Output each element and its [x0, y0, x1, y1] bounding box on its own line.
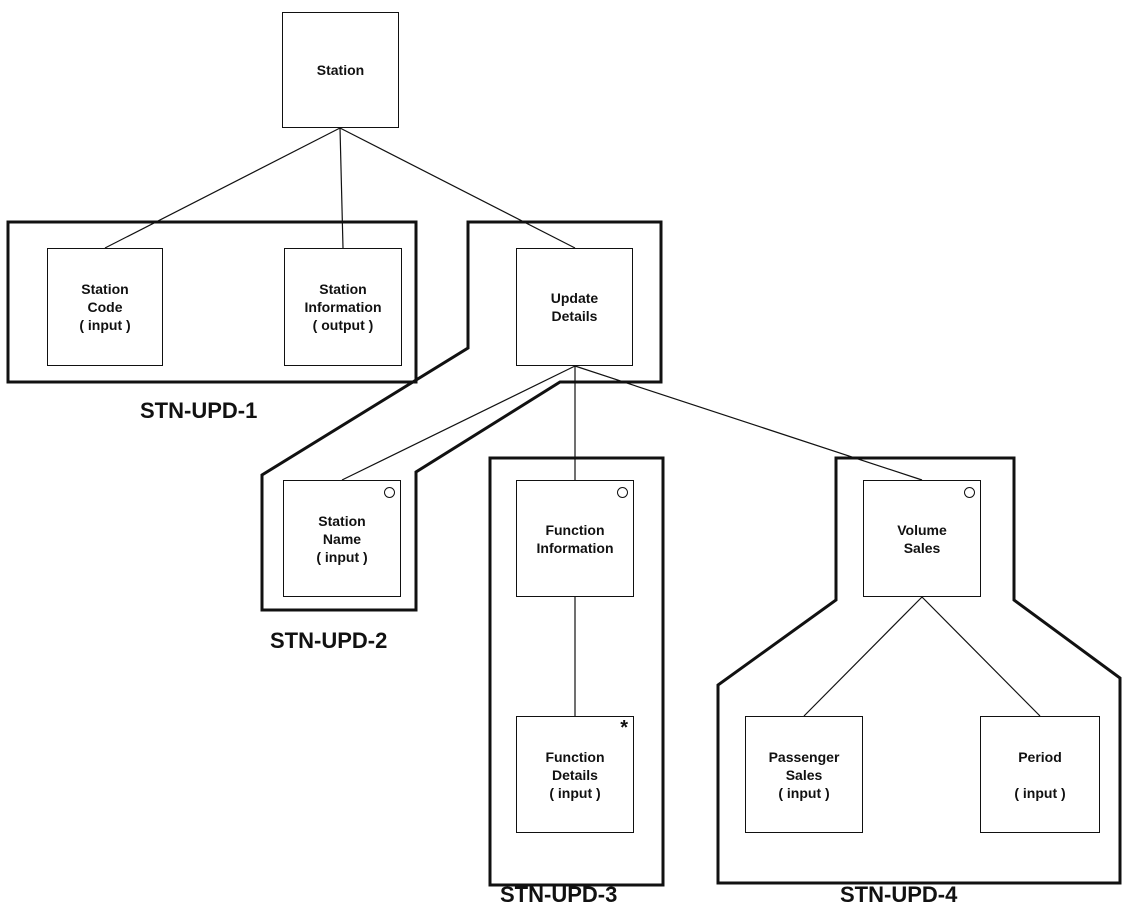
- node-update-details-line-2: Details: [551, 308, 598, 324]
- node-station-information-line-2: Information: [304, 299, 382, 315]
- node-period-line-1: Period: [1018, 748, 1062, 765]
- group-outline-stn-upd-3: [488, 456, 665, 887]
- node-function-details-line-3: ( input ): [549, 784, 601, 801]
- node-function-information-line-2: Information: [536, 539, 614, 556]
- node-period-line-3: ( input ): [1014, 784, 1066, 801]
- node-function-details-line-2: Details: [552, 766, 598, 783]
- node-station-code-line-2: Code: [87, 299, 123, 315]
- optional-marker-icon: [964, 487, 975, 498]
- group-outline-stn-upd-1: [6, 220, 418, 384]
- node-station-name-line-1: Station: [318, 512, 366, 529]
- node-station-information-line-1: Station: [319, 281, 367, 297]
- node-station-code-line-3: ( input ): [79, 317, 131, 333]
- connector-station-to-station-code: [104, 127, 341, 249]
- connector-update-details-to-volume-sales: [574, 365, 923, 481]
- connector-station-to-station-information: [339, 127, 344, 249]
- node-function-information-line-1: Function: [545, 521, 605, 538]
- node-station: Station: [282, 12, 399, 128]
- connector-volume-sales-to-period: [921, 596, 1041, 717]
- group-outline-stn-upd-4: [716, 456, 1122, 885]
- connector-station-to-update-details: [339, 127, 576, 249]
- node-volume-sales-line-1: Volume: [897, 521, 947, 538]
- node-station-code: Station Code ( input ): [47, 248, 163, 366]
- iteration-marker-icon: *: [620, 717, 628, 739]
- group-label-stn-upd-3: STN-UPD-3: [500, 882, 618, 907]
- node-volume-sales-line-2: Sales: [903, 539, 941, 556]
- node-function-information: Function Information: [516, 480, 634, 597]
- node-station-line-1: Station: [316, 62, 365, 78]
- node-volume-sales: Volume Sales: [863, 480, 981, 597]
- connector-volume-sales-to-passenger-sales: [803, 596, 923, 717]
- node-function-details: * Function Details ( input ): [516, 716, 634, 833]
- node-station-name-line-2: Name: [322, 530, 362, 547]
- node-station-name-line-3: ( input ): [316, 548, 368, 565]
- optional-marker-icon: [617, 487, 628, 498]
- node-passenger-sales-line-1: Passenger: [768, 748, 840, 765]
- node-station-information: Station Information ( output ): [284, 248, 402, 366]
- group-label-stn-upd-4: STN-UPD-4: [840, 882, 958, 907]
- optional-marker-icon: [384, 487, 395, 498]
- node-passenger-sales-line-3: ( input ): [778, 784, 830, 801]
- group-label-stn-upd-2: STN-UPD-2: [270, 628, 388, 653]
- connector-update-details-to-station-name: [341, 365, 576, 481]
- group-outline-stn-upd-2: [260, 220, 663, 612]
- node-station-name: Station Name ( input ): [283, 480, 401, 597]
- node-update-details-line-1: Update: [550, 290, 599, 306]
- node-function-details-line-1: Function: [545, 748, 605, 765]
- node-period: Period ( input ): [980, 716, 1100, 833]
- node-passenger-sales-line-2: Sales: [785, 766, 823, 783]
- group-label-stn-upd-1: STN-UPD-1: [140, 398, 258, 423]
- node-station-information-line-3: ( output ): [312, 317, 374, 333]
- node-update-details: Update Details: [516, 248, 633, 366]
- node-passenger-sales: Passenger Sales ( input ): [745, 716, 863, 833]
- node-station-code-line-1: Station: [81, 281, 129, 297]
